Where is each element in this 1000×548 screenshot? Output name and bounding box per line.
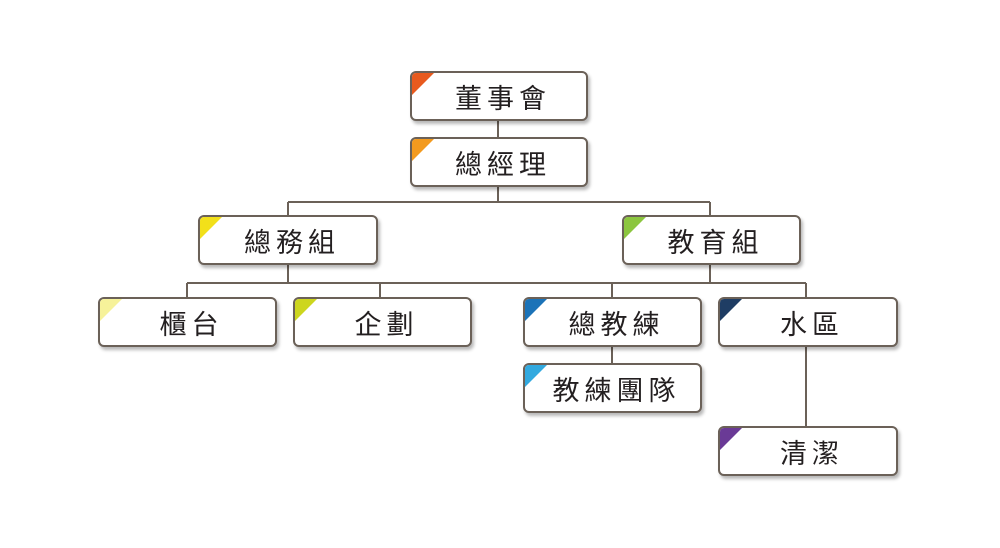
corner-accent	[720, 428, 742, 450]
corner-accent	[525, 365, 547, 387]
node-label-head-coach: 總教練	[568, 309, 665, 341]
corner-accent	[100, 299, 122, 321]
node-label-pool: 水區	[780, 309, 844, 341]
node-label-cleaning: 清潔	[780, 438, 844, 470]
corner-accent	[624, 217, 646, 239]
corner-accent	[412, 73, 434, 95]
node-coach-team: 教練團隊	[523, 363, 702, 413]
corner-accent	[412, 139, 434, 161]
corner-accent	[295, 299, 317, 321]
node-label-planning: 企劃	[354, 309, 419, 341]
node-label-board: 董事會	[455, 83, 551, 115]
corner-accent	[720, 299, 742, 321]
node-label-counter: 櫃台	[159, 309, 224, 341]
node-education: 教育組	[622, 215, 801, 265]
node-label-coach-team: 教練團隊	[552, 375, 681, 407]
node-general-manager: 總經理	[410, 137, 588, 187]
corner-accent	[200, 217, 222, 239]
node-pool: 水區	[718, 297, 898, 347]
node-planning: 企劃	[293, 297, 472, 347]
node-label-general-affairs: 總務組	[244, 227, 340, 259]
node-label-education: 教育組	[667, 227, 764, 259]
node-label-general-manager: 總經理	[455, 149, 551, 181]
node-counter: 櫃台	[98, 297, 277, 347]
node-head-coach: 總教練	[523, 297, 702, 347]
node-board: 董事會	[410, 71, 588, 121]
corner-accent	[525, 299, 547, 321]
node-general-affairs: 總務組	[198, 215, 378, 265]
node-cleaning: 清潔	[718, 426, 898, 476]
